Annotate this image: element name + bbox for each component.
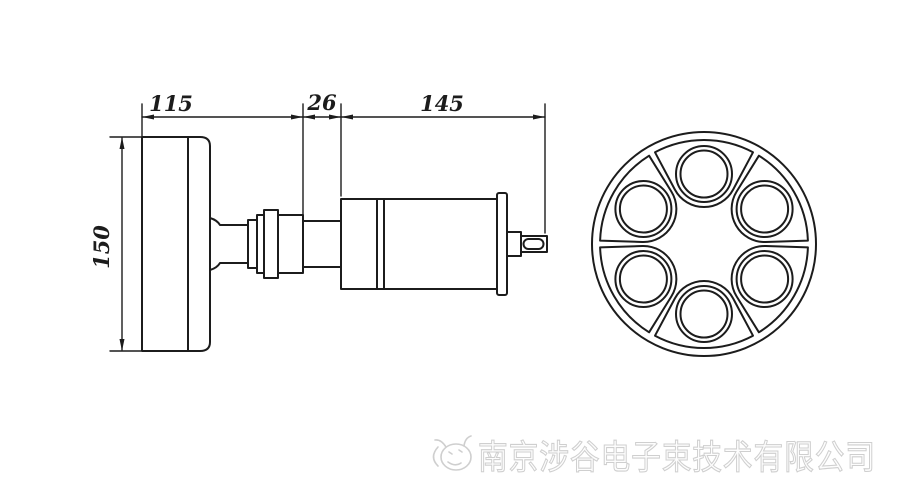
- arrow-145-left: [341, 114, 353, 120]
- connector-slot: [522, 238, 545, 250]
- arrow-145-right: [533, 114, 545, 120]
- end-view: [591, 131, 817, 357]
- mascot-logo-icon: [432, 435, 472, 471]
- pocket-outline: [730, 244, 809, 334]
- connector-tip: [520, 235, 548, 253]
- end-flange: [496, 192, 508, 296]
- dim-label-115: 115: [149, 91, 193, 116]
- arrow-115-left: [142, 114, 154, 120]
- watermark-company-text: 南京涉谷电子束技术有限公司: [478, 438, 876, 478]
- hole-inner-circle: [618, 184, 668, 234]
- clamp-ring-3: [263, 209, 279, 279]
- pocket-outline: [599, 244, 678, 334]
- dimension-annotations: 115 26 145 150: [89, 90, 546, 352]
- flange-disc: [141, 136, 211, 352]
- hole-inner-circle: [740, 184, 790, 234]
- side-view: [141, 136, 548, 352]
- arrow-150-bottom: [119, 339, 125, 351]
- dim-label-145: 145: [420, 91, 464, 116]
- pocket-outline: [654, 280, 754, 349]
- neck-profile-bottom: [209, 262, 249, 271]
- dim-label-26: 26: [306, 90, 337, 115]
- clamp-ring-1: [247, 219, 258, 269]
- clamp-ring-2: [256, 214, 265, 274]
- hole-outer-circle: [614, 250, 673, 308]
- collar: [277, 214, 304, 274]
- hole-inner-circle: [679, 149, 729, 199]
- hole-outer-circle: [614, 180, 673, 238]
- hole-inner-circle: [740, 254, 790, 304]
- connector-step: [506, 231, 522, 257]
- arrow-26-right: [329, 114, 341, 120]
- body-cylinder: [340, 198, 498, 290]
- pocket-outline: [730, 154, 809, 244]
- pocket-outline: [599, 154, 678, 244]
- end-view-rim-circle: [591, 131, 817, 357]
- hole-outer-circle: [675, 145, 733, 203]
- arrow-115-right: [291, 114, 303, 120]
- hole-inner-circle: [618, 254, 668, 304]
- hole-inner-circle: [679, 289, 729, 339]
- hole-outer-circle: [735, 250, 794, 308]
- arrow-150-top: [119, 137, 125, 149]
- arrow-26-left: [303, 114, 315, 120]
- hole-outer-circle: [675, 285, 733, 343]
- pocket-outline: [654, 139, 754, 208]
- watermark: 南京涉谷电子束技术有限公司: [432, 435, 876, 479]
- dim-label-150: 150: [89, 225, 114, 269]
- hole-outer-circle: [735, 180, 794, 238]
- neck-profile-top: [209, 217, 249, 226]
